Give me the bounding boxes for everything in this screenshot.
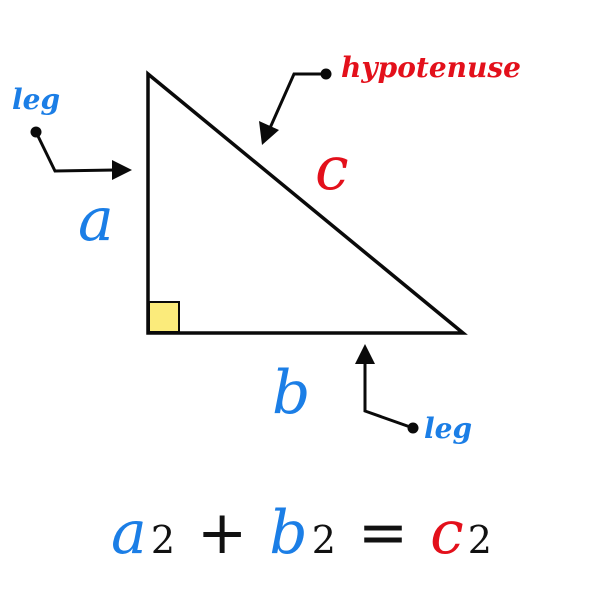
side-c-label: c: [315, 134, 349, 204]
right-triangle: [146, 70, 468, 335]
hypotenuse-pointer: [259, 68, 332, 145]
leg-bottom-pointer: [355, 344, 419, 434]
equation-plus: +: [197, 498, 248, 568]
equation-a-exponent: 2: [150, 518, 175, 562]
equation-a: a: [111, 498, 147, 568]
leg-bottom-callout-label: leg: [424, 412, 472, 445]
leg-left-callout-label: leg: [12, 83, 60, 116]
equation-b-exponent: 2: [311, 518, 336, 562]
equation-c: c: [430, 498, 464, 568]
side-b-label: b: [272, 358, 310, 428]
equation-b: b: [269, 498, 308, 568]
leg-left-pointer: [30, 126, 132, 180]
pythagorean-equation: a 2 + b 2 = c 2: [0, 488, 603, 578]
side-a-label: a: [78, 185, 114, 255]
hypotenuse-callout-label: hypotenuse: [341, 51, 521, 84]
right-angle-marker: [148, 301, 180, 333]
equation-c-exponent: 2: [467, 518, 492, 562]
equation-equals: =: [357, 498, 409, 568]
